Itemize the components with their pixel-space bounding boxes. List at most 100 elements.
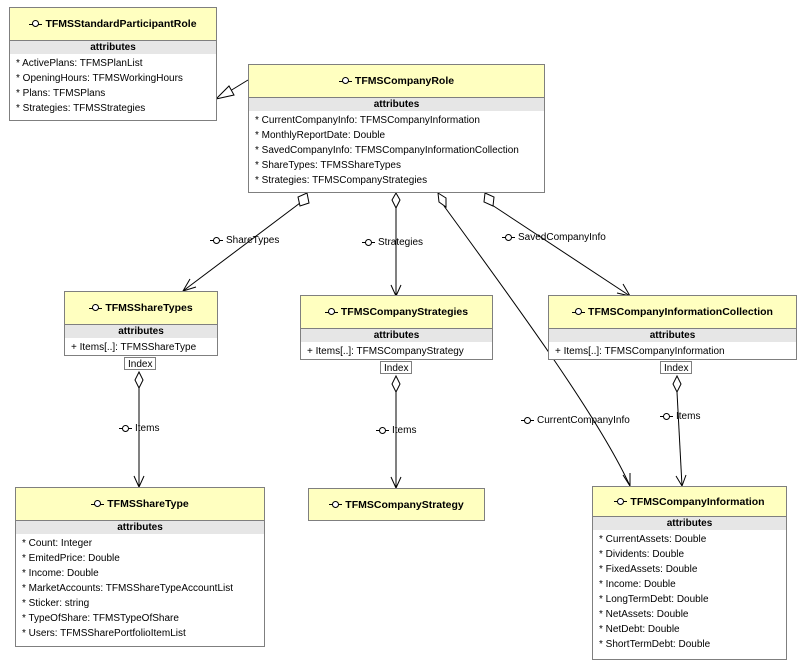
class-company-strategy[interactable]: TFMSCompanyStrategy (308, 488, 485, 521)
aggregation-diamond-sharetypes (297, 192, 310, 207)
attribute-item: * ShareTypes: TFMSShareTypes (255, 160, 401, 171)
class-company-role[interactable]: TFMSCompanyRole attributes * CurrentComp… (248, 64, 545, 193)
association-name: ShareTypes (226, 235, 280, 246)
class-name: TFMSStandardParticipantRole (45, 18, 197, 30)
attribute-item: * CurrentCompanyInfo: TFMSCompanyInforma… (255, 115, 480, 126)
generalization-arrowhead (214, 85, 235, 100)
attribute-item: * Plans: TFMSPlans (16, 88, 106, 99)
class-header: TFMSCompanyInformationCollection (549, 296, 796, 329)
label-savedcompanyinfo: SavedCompanyInfo (502, 232, 606, 243)
attribute-list: + Items[..]: TFMSShareType (65, 338, 217, 357)
generalization-line (229, 79, 249, 92)
attribute-item: * OpeningHours: TFMSWorkingHours (16, 73, 183, 84)
label-items-strategy: Items (376, 425, 416, 436)
class-icon (338, 77, 352, 85)
attribute-item: * Users: TFMSSharePortfolioItemList (22, 628, 186, 639)
attribute-list: + Items[..]: TFMSCompanyInformation (549, 342, 796, 361)
class-header: TFMSCompanyStrategy (309, 489, 484, 520)
association-items-companyinfo-line (676, 391, 683, 487)
association-icon (502, 233, 515, 242)
class-icon (91, 500, 105, 508)
qualifier-index: Index (380, 361, 413, 374)
attribute-item: * Strategies: TFMSStrategies (16, 103, 146, 114)
association-sharetypes-line (182, 202, 301, 292)
association-icon (210, 236, 223, 245)
attribute-item: * Count: Integer (22, 538, 93, 549)
attribute-item: * ActivePlans: TFMSPlanList (16, 58, 143, 69)
attributes-section-header: attributes (16, 521, 264, 534)
attribute-item: * Income: Double (22, 568, 99, 579)
aggregation-diamond-savedcompanyinfo (483, 192, 495, 207)
class-icon (614, 497, 628, 506)
class-name: TFMSShareTypes (105, 302, 193, 314)
aggregation-diamond-items-sharetype (134, 370, 144, 390)
class-company-strategies[interactable]: TFMSCompanyStrategies attributes + Items… (300, 295, 493, 360)
attributes-section-header: attributes (65, 325, 217, 338)
association-name: Items (676, 411, 701, 422)
attribute-list: * CurrentCompanyInfo: TFMSCompanyInforma… (249, 111, 544, 190)
attribute-item: * MonthlyReportDate: Double (255, 130, 386, 141)
class-icon (324, 308, 338, 316)
aggregation-diamond-items-companyinfo (672, 374, 682, 394)
attribute-item: * Sticker: string (22, 598, 90, 609)
label-strategies: Strategies (362, 237, 423, 248)
attribute-list: * CurrentAssets: Double * Dividents: Dou… (593, 530, 786, 654)
association-name: Items (392, 425, 417, 436)
class-name: TFMSCompanyStrategy (345, 498, 464, 511)
association-currentcompanyinfo-line (443, 205, 631, 487)
attribute-item: * Income: Double (599, 579, 676, 590)
attribute-list: + Items[..]: TFMSCompanyStrategy (301, 342, 492, 361)
attributes-section-header: attributes (593, 517, 786, 530)
aggregation-diamond-currentcompanyinfo (437, 192, 447, 208)
association-name: Items (135, 423, 160, 434)
qualifier-index: Index (124, 357, 157, 370)
label-currentcompanyinfo: CurrentCompanyInfo (521, 415, 630, 426)
qualifier-index: Index (660, 361, 693, 374)
attribute-item: * Dividents: Double (599, 549, 685, 560)
class-header: TFMSShareType (16, 488, 264, 521)
attribute-item: * EmitedPrice: Double (22, 553, 120, 564)
association-icon (521, 416, 534, 425)
class-icon (89, 304, 103, 312)
attribute-item: * MarketAccounts: TFMSShareTypeAccountLi… (22, 583, 234, 594)
class-header: TFMSShareTypes (65, 292, 217, 325)
association-name: CurrentCompanyInfo (537, 415, 630, 426)
association-name: SavedCompanyInfo (518, 232, 606, 243)
class-company-information[interactable]: TFMSCompanyInformation attributes * Curr… (592, 486, 787, 660)
attribute-item: + Items[..]: TFMSCompanyInformation (555, 346, 725, 357)
arrow-items-companyinfo (675, 474, 687, 488)
attribute-item: * Strategies: TFMSCompanyStrategies (255, 175, 428, 186)
class-header: TFMSCompanyRole (249, 65, 544, 98)
attribute-item: * LongTermDebt: Double (599, 594, 709, 605)
attributes-section-header: attributes (549, 329, 796, 342)
class-standard-participant-role[interactable]: TFMSStandardParticipantRole attributes *… (9, 7, 217, 121)
association-icon (362, 238, 375, 247)
class-company-information-collection[interactable]: TFMSCompanyInformationCollection attribu… (548, 295, 797, 360)
class-icon (572, 308, 586, 316)
label-items-sharetype: Items (119, 423, 159, 434)
attribute-item: + Items[..]: TFMSShareType (71, 342, 197, 353)
attribute-list: * Count: Integer * EmitedPrice: Double *… (16, 534, 264, 643)
aggregation-diamond-items-strategy (391, 374, 401, 394)
attribute-item: * NetAssets: Double (599, 609, 689, 620)
attribute-item: * ShortTermDebt: Double (599, 639, 711, 650)
class-header: TFMSCompanyStrategies (301, 296, 492, 329)
class-name: TFMSCompanyInformation (630, 495, 765, 508)
attribute-item: + Items[..]: TFMSCompanyStrategy (307, 346, 464, 357)
attribute-item: * CurrentAssets: Double (599, 534, 707, 545)
class-share-types[interactable]: TFMSShareTypes attributes + Items[..]: T… (64, 291, 218, 356)
attribute-list: * ActivePlans: TFMSPlanList * OpeningHou… (10, 54, 216, 118)
class-header: TFMSStandardParticipantRole (10, 8, 216, 41)
attribute-item: * FixedAssets: Double (599, 564, 698, 575)
attributes-section-header: attributes (301, 329, 492, 342)
attributes-section-header: attributes (249, 98, 544, 111)
attribute-item: * SavedCompanyInfo: TFMSCompanyInformati… (255, 145, 519, 156)
class-header: TFMSCompanyInformation (593, 487, 786, 517)
class-share-type[interactable]: TFMSShareType attributes * Count: Intege… (15, 487, 265, 647)
association-icon (660, 412, 673, 421)
aggregation-diamond-strategies (391, 191, 401, 210)
attributes-section-header: attributes (10, 41, 216, 54)
association-icon (119, 424, 132, 433)
association-savedcompanyinfo-line (491, 204, 631, 297)
